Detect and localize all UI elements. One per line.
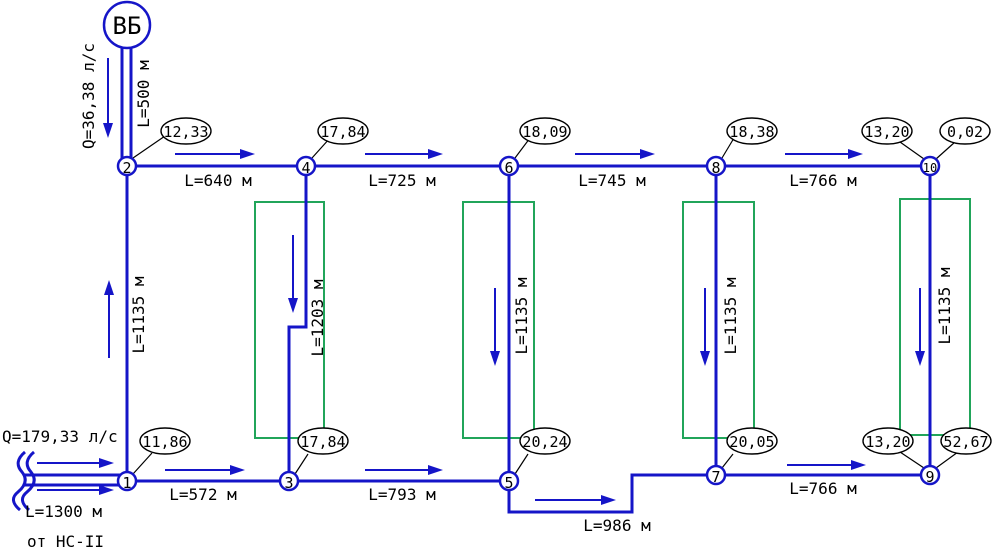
node-9-extra-value: 52,67 <box>943 433 988 451</box>
flow-arrow-right-1-3 <box>165 465 245 475</box>
water-tower-node <box>102 0 152 50</box>
node-3-value: 17,84 <box>300 433 345 451</box>
node-1-value: 11,86 <box>142 433 187 451</box>
pipe-length-7-9: L=766 м <box>789 479 857 498</box>
node-4-value-oval: 17,84 <box>317 117 369 145</box>
flow-arrow-right-8-10 <box>785 149 863 159</box>
flow-arrow-right-2-4 <box>175 149 255 159</box>
node-6-number: 6 <box>504 159 513 177</box>
flow-arrow-down-4-3 <box>288 235 298 313</box>
flow-arrow-down-8-7 <box>700 288 710 366</box>
tower-flow-rate: Q=36,38 л/с <box>79 43 98 149</box>
node-7: 7 <box>705 464 727 486</box>
node-10-value: 13,20 <box>864 123 909 141</box>
leader-node-7 <box>721 453 734 469</box>
node-10-value-oval: 13,20 <box>861 117 913 145</box>
leader-node-10-left <box>899 141 925 160</box>
flow-arrow-right-6-8 <box>575 149 655 159</box>
node-8: 8 <box>705 155 727 177</box>
riser-pipe-3-4 <box>287 166 308 481</box>
node-9-value: 13,20 <box>865 433 910 451</box>
node-5-number: 5 <box>504 474 513 492</box>
node-8-value: 18,38 <box>729 123 774 141</box>
inlet-pipe-length: L=1300 м <box>25 502 102 521</box>
node-7-number: 7 <box>711 468 720 486</box>
node-2-number: 2 <box>122 159 131 177</box>
zone-box-9-10 <box>899 198 971 436</box>
node-1-number: 1 <box>122 474 131 492</box>
inlet-wave-right <box>21 450 36 512</box>
node-7-value: 20,05 <box>729 433 774 451</box>
node-6-value: 18,09 <box>522 123 567 141</box>
flow-arrow-down-10-9 <box>915 288 925 366</box>
node-5-value-oval: 20,24 <box>519 427 571 455</box>
node-4-number: 4 <box>301 159 310 177</box>
leader-node-2 <box>132 135 166 159</box>
flow-arrow-right-4-6 <box>365 149 443 159</box>
pipe-length-3-5: L=793 м <box>368 485 436 504</box>
node-4-value: 17,84 <box>320 123 365 141</box>
flow-arrow-inlet-upper <box>37 458 114 468</box>
leader-node-8 <box>721 137 735 159</box>
node-5-value: 20,24 <box>522 433 567 451</box>
node-5: 5 <box>498 470 520 492</box>
pipe-length-3-4: L=1203 м <box>308 279 327 356</box>
node-2-value: 12,33 <box>163 123 208 141</box>
flow-arrow-up-1-2 <box>104 280 114 358</box>
inlet-flow-rate: Q=179,33 л/с <box>2 427 118 446</box>
pipe-length-1-3: L=572 м <box>169 485 237 504</box>
leader-node-1 <box>132 452 153 475</box>
node-4: 4 <box>295 155 317 177</box>
flow-arrow-right-5-7 <box>535 495 616 505</box>
leader-node-5 <box>514 453 529 475</box>
flow-arrow-right-3-5 <box>365 465 443 475</box>
leader-node-10-right <box>935 141 956 160</box>
pipe-length-5-7: L=986 м <box>583 516 651 535</box>
zone-box-5-6 <box>462 201 535 439</box>
node-1: 1 <box>116 470 138 492</box>
node-6-value-oval: 18,09 <box>519 117 571 145</box>
inlet-source-label: от НС-II <box>27 532 104 551</box>
pipe-length-1-2: L=1135 м <box>129 276 148 353</box>
pipe-length-6-8: L=745 м <box>578 171 646 190</box>
bottom-pipe-5-9 <box>507 473 930 514</box>
node-3: 3 <box>278 470 300 492</box>
flow-arrow-inlet-lower <box>37 485 114 495</box>
pipe-length-9-10: L=1135 м <box>935 267 954 344</box>
node-9-number: 9 <box>925 468 934 486</box>
node-8-value-oval: 18,38 <box>726 117 778 145</box>
node-6: 6 <box>498 155 520 177</box>
node-3-value-oval: 17,84 <box>297 427 349 455</box>
pipe-length-7-8: L=1135 м <box>721 277 740 354</box>
node-1-value-oval: 11,86 <box>139 427 191 455</box>
node-7-value-oval: 20,05 <box>726 427 778 455</box>
leader-node-6 <box>514 137 531 159</box>
tower-pipe-length: L=500 м <box>134 60 153 128</box>
pipe-length-8-10: L=766 м <box>789 171 857 190</box>
leader-node-9-right <box>935 451 959 469</box>
node-10-number: 10 <box>923 161 937 175</box>
node-2: 2 <box>116 155 138 177</box>
pipe-length-2-4: L=640 м <box>184 171 252 190</box>
flow-arrow-down-6-5 <box>490 288 500 366</box>
node-2-value-oval: 12,33 <box>160 117 212 145</box>
node-10-extra-oval: 0,02 <box>939 117 991 145</box>
node-10-extra-value: 0,02 <box>947 123 983 141</box>
node-9-value-oval: 13,20 <box>862 427 914 455</box>
pipe-length-5-6: L=1135 м <box>512 277 531 354</box>
pipe-length-4-6: L=725 м <box>368 171 436 190</box>
leader-node-9-left <box>899 451 925 469</box>
flow-arrow-down-tower <box>103 58 113 138</box>
node-10: 10 <box>919 155 941 177</box>
node-9-extra-oval: 52,67 <box>940 427 992 455</box>
leader-node-3 <box>294 453 309 475</box>
node-9: 9 <box>919 464 941 486</box>
zone-box-7-8 <box>682 201 755 439</box>
flow-arrow-right-7-9 <box>787 460 866 470</box>
water-tower-label: ВБ <box>113 12 142 40</box>
inlet-wave-left <box>12 450 27 512</box>
node-8-number: 8 <box>711 159 720 177</box>
node-3-number: 3 <box>284 474 293 492</box>
